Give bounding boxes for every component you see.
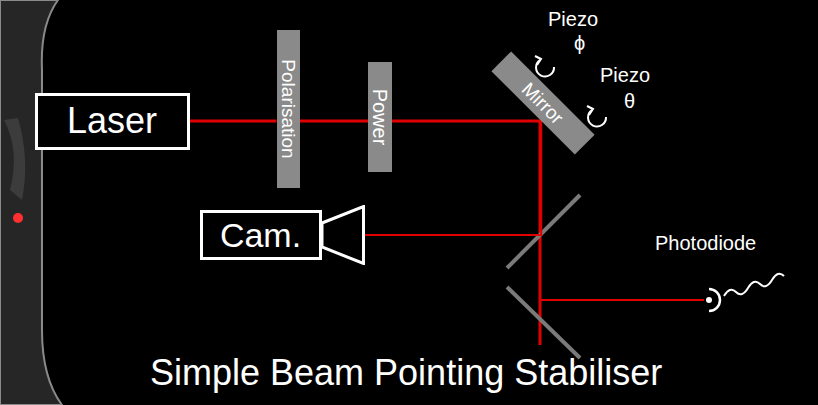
rotation-arrow	[587, 106, 593, 115]
annotation-label: Piezo	[548, 8, 598, 30]
laser-beam	[300, 120, 369, 123]
node-label: Power	[370, 89, 390, 146]
annotation-label: ϕ	[574, 32, 585, 54]
node-label: Laser	[67, 103, 157, 139]
node-label: Cam.	[200, 218, 322, 252]
photodiode-symbol	[706, 297, 712, 303]
laser-beam	[540, 299, 704, 301]
polariser-band: Polarisation	[277, 30, 300, 188]
beam-splitter	[507, 195, 580, 268]
rotation-arrow	[535, 56, 541, 65]
laser-beam	[392, 120, 541, 123]
apparatus-photo	[0, 0, 62, 405]
indicator-led	[13, 213, 23, 223]
annotation-label: θ	[624, 90, 635, 112]
annotation-label: Photodiode	[655, 232, 756, 254]
power-band: Power	[368, 62, 392, 172]
camera-box: Cam.	[200, 205, 365, 265]
mirror: Mirror	[491, 51, 594, 154]
laser-box: Laser	[35, 93, 190, 150]
apparatus-detail	[4, 118, 25, 200]
node-label: Polarisation	[279, 59, 298, 158]
camera-lens	[322, 207, 364, 264]
beam-splitter	[507, 287, 580, 358]
annotation-label: Piezo	[600, 64, 650, 86]
laser-beam	[190, 120, 277, 123]
photodiode-wire	[724, 274, 784, 296]
diagram-title: Simple Beam Pointing Stabiliser	[150, 353, 662, 393]
